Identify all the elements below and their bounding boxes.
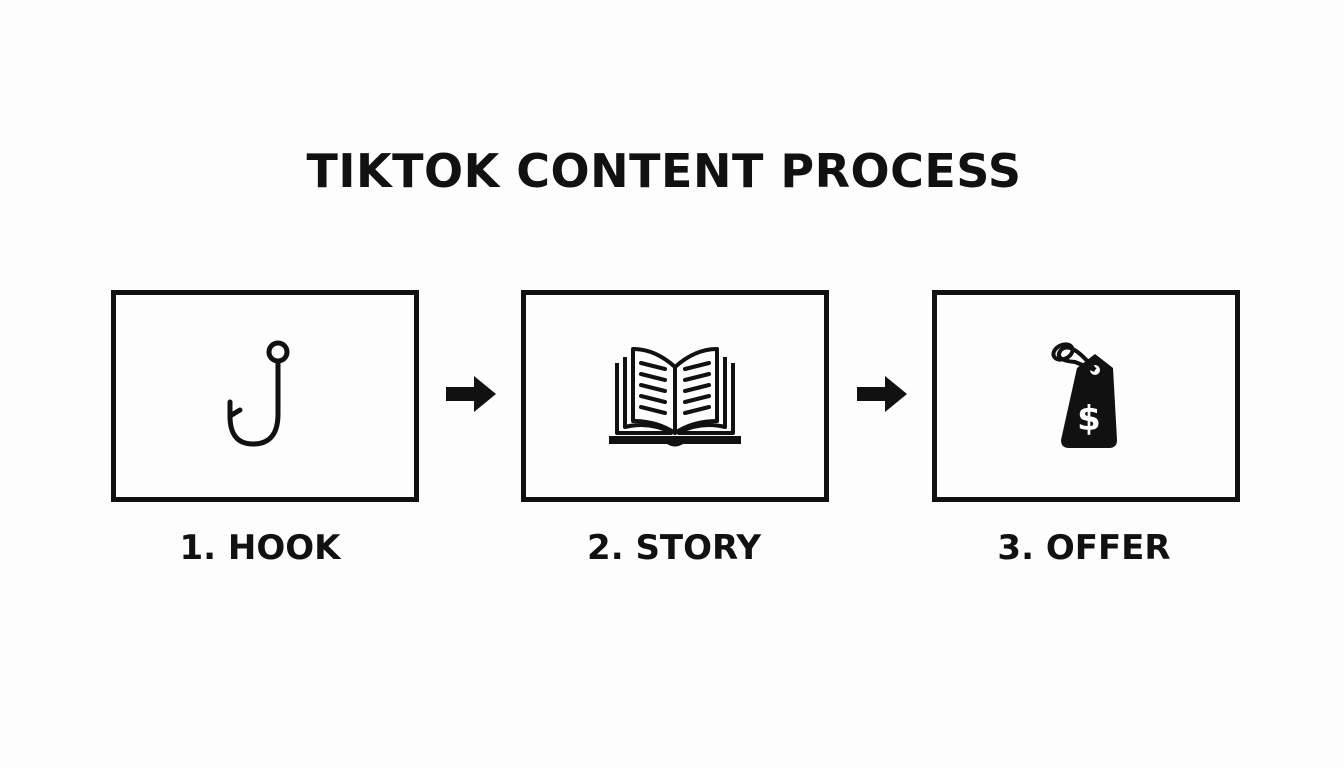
- step-box-offer: $: [932, 290, 1240, 502]
- price-tag-dollar-icon: $: [1051, 342, 1117, 448]
- step-label-story: 2. STORY: [587, 528, 761, 568]
- open-book-icon: [609, 347, 741, 447]
- step-label-hook: 1. HOOK: [179, 528, 341, 568]
- diagram-title: TIKTOK CONTENT PROCESS: [306, 144, 1022, 198]
- dollar-sign: $: [1077, 399, 1101, 439]
- step-label-offer: 3. OFFER: [997, 528, 1171, 568]
- step-box-hook: [111, 290, 419, 502]
- arrow-right-icon: [857, 376, 907, 412]
- arrow-right-icon: [446, 376, 496, 412]
- fish-hook-icon: [227, 340, 290, 447]
- step-box-story: [521, 290, 829, 502]
